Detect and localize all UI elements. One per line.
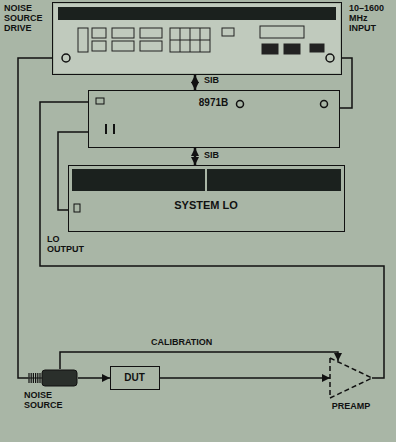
node-label: DUT — [111, 372, 158, 383]
edge-label: SIB — [203, 151, 220, 161]
noise-source-symbol — [28, 369, 78, 387]
key-group — [260, 26, 304, 38]
input-connector — [326, 54, 334, 62]
port-label: LO OUTPUT — [46, 235, 94, 255]
connector — [237, 101, 244, 108]
signal-arrow — [160, 377, 330, 379]
signal-arrow — [60, 352, 338, 369]
lo-connector — [74, 204, 80, 212]
cable — [40, 102, 384, 378]
key — [92, 28, 106, 38]
node-label: 8971B — [89, 97, 338, 108]
port-label: 10–1600 MHz INPUT — [349, 4, 395, 34]
noise-source-body — [42, 370, 77, 386]
key — [92, 41, 106, 51]
keypad — [170, 28, 210, 52]
meter-display — [58, 7, 336, 20]
preamp-amplifier: PREAMP — [330, 358, 372, 398]
lo-display — [72, 169, 341, 191]
indicator — [96, 98, 104, 104]
noise-figure-meter: NOISE SOURCE DRIVE10–1600 MHz INPUT — [52, 2, 342, 75]
noise-source: NOISE SOURCE — [28, 369, 78, 387]
signal-arrow — [194, 75, 197, 90]
lo-display-divider — [205, 169, 207, 191]
node-label: PREAMP — [318, 402, 384, 412]
key — [78, 28, 88, 52]
key — [222, 28, 234, 36]
edge-label: SIB — [203, 76, 220, 86]
signal-arrow — [194, 148, 197, 165]
dut-box: DUT — [110, 366, 160, 390]
node-label: NOISE SOURCE — [24, 391, 84, 411]
test-set-box: 8971B — [88, 90, 340, 148]
noise-drive-connector — [62, 54, 70, 62]
key — [262, 44, 278, 54]
node-label: SYSTEM LO — [69, 199, 343, 211]
key — [140, 28, 162, 38]
meter-body — [54, 4, 340, 73]
connector-stem — [28, 378, 42, 379]
amplifier-symbol — [330, 358, 372, 398]
system-lo-box: SYSTEM LO — [68, 165, 345, 232]
edge-label: CALIBRATION — [150, 338, 213, 348]
switch — [113, 124, 115, 134]
connector — [321, 101, 328, 108]
key — [310, 44, 324, 52]
key — [112, 41, 134, 51]
port-label: NOISE SOURCE DRIVE — [4, 4, 48, 34]
signal-arrow — [78, 377, 110, 379]
key — [112, 28, 134, 38]
key — [284, 44, 300, 54]
meter-keys — [78, 26, 324, 54]
cable — [18, 58, 52, 378]
cable — [58, 132, 88, 210]
switch — [105, 124, 107, 134]
keypad-line — [170, 40, 210, 41]
key — [140, 41, 162, 51]
amplifier-outline — [330, 358, 372, 398]
